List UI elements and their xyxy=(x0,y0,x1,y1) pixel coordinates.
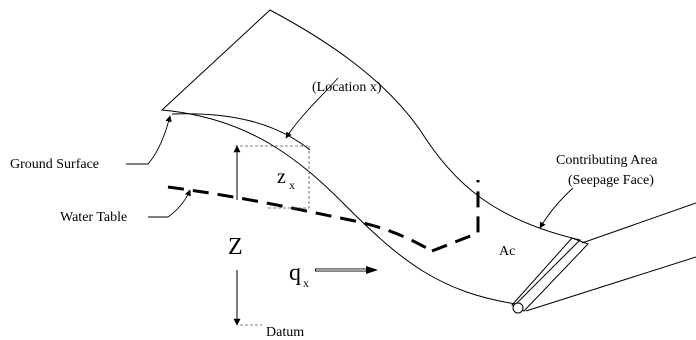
zx-label: z xyxy=(277,166,286,188)
qx-label: q xyxy=(289,260,301,286)
contributing-area-label-line2: (Seepage Face) xyxy=(568,173,654,188)
qx-subscript: x xyxy=(303,276,309,290)
water-table-label: Water Table xyxy=(60,210,127,225)
channel-bank-upper xyxy=(581,202,696,244)
toe-node xyxy=(512,302,524,314)
channel-bank-lower xyxy=(525,256,696,312)
datum-label: Datum xyxy=(266,325,304,340)
location-label: (Location x) xyxy=(312,80,382,95)
seepage-face-outline xyxy=(511,237,589,312)
z-label: Z xyxy=(228,234,243,260)
zx-subscript: x xyxy=(289,178,295,192)
ground-surface-label: Ground Surface xyxy=(10,157,99,172)
location-leader xyxy=(285,77,339,139)
contributing-area-boundary xyxy=(431,180,480,253)
contributing-area-leader xyxy=(539,187,574,229)
ground-surface-leader xyxy=(126,115,172,165)
contributing-area-label-line1: Contributing Area xyxy=(556,153,658,168)
qx-flow-arrow xyxy=(315,266,378,274)
ground-surface-line xyxy=(171,113,311,151)
ac-label: Ac xyxy=(499,244,515,259)
water-table-leader xyxy=(148,189,191,218)
water-table-line xyxy=(167,185,433,253)
hillslope-body-outline xyxy=(160,9,581,305)
